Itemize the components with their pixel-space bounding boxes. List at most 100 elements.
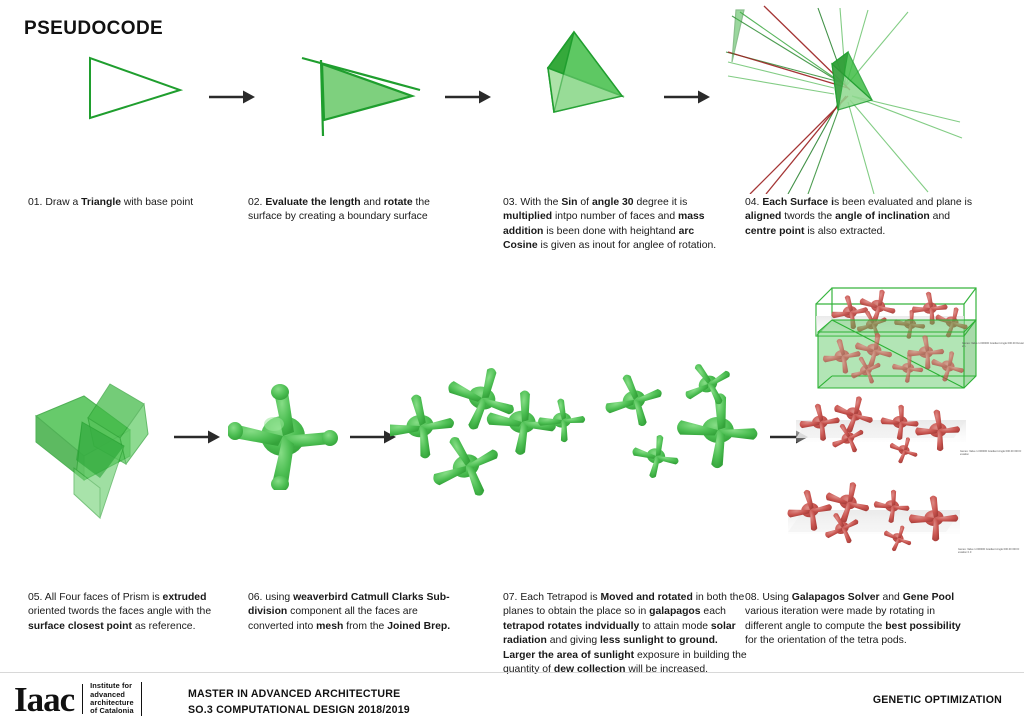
caption-run: Triangle xyxy=(81,197,121,208)
caption-run: and xyxy=(360,197,384,208)
arrow-right-icon-5 xyxy=(350,430,396,444)
caption-run: 02. xyxy=(248,197,266,208)
logo-sub-line-3: architecture xyxy=(90,698,134,707)
caption-run: twords the xyxy=(781,211,836,223)
caption-run: Moved and rotated xyxy=(600,592,693,603)
caption-run: exposure in building the quantity of xyxy=(503,649,747,676)
caption-run: rotate xyxy=(383,197,413,208)
logo-divider-2 xyxy=(140,682,142,716)
caption-run: galapagos xyxy=(649,606,701,618)
caption-run: 03. With the xyxy=(503,197,562,208)
logo-sub-line-1: Institute for xyxy=(90,681,133,691)
caption-run: centre point xyxy=(745,225,805,237)
caption-run: surface closest point xyxy=(28,620,132,632)
arrow-right-icon-2 xyxy=(445,90,491,104)
caption-run: less sunlight to ground. Larger the area… xyxy=(503,635,718,661)
caption-run: 04. xyxy=(745,197,763,208)
caption-step-05: 05. All Four faces of Prism is extruded … xyxy=(28,591,243,634)
footer-program-line-1: MASTER IN ADVANCED ARCHITECTURE xyxy=(188,688,401,700)
caption-run: from the xyxy=(343,620,388,632)
caption-run: the surface by creating a boundary surfa… xyxy=(248,197,430,223)
caption-run: to attain mode xyxy=(639,620,711,632)
caption-run: solar radiation xyxy=(503,620,736,647)
caption-run: multiplied xyxy=(503,211,553,223)
render-note-mid: Genes: Value 1.000000 Gradient Angle 000… xyxy=(960,450,1022,457)
caption-run: intpo number of faces and xyxy=(552,211,678,223)
caption-run: Joined Brep. xyxy=(387,620,451,632)
caption-run: 08. Using xyxy=(745,592,792,603)
figure-galapagos-iterations xyxy=(787,287,977,552)
caption-run: degree it is xyxy=(633,197,688,208)
logo-divider-1 xyxy=(82,684,84,714)
footer-program: MASTER IN ADVANCED ARCHITECTURE SO.3 COM… xyxy=(188,686,410,718)
figure-extruded-prism-faces xyxy=(35,383,149,520)
figure-tetrapod-mesh xyxy=(228,384,338,490)
pseudocode-row-2-graphics: Genes: Value 1.000000 Gradient Angle 000… xyxy=(0,270,1024,570)
caption-run: dew collection xyxy=(553,664,626,676)
caption-run: Sin xyxy=(561,197,578,208)
figure-tetrahedron-vectors xyxy=(725,5,963,194)
caption-run: 01. Draw a xyxy=(28,197,82,208)
caption-run: component all the faces are converted in… xyxy=(248,606,418,632)
caption-run: best possibility xyxy=(885,620,961,632)
caption-run: for the orientation of the tetra pods. xyxy=(745,635,907,647)
caption-run: s been evaluated and plane is xyxy=(833,197,973,208)
render-note-upper: Genes: Value 1.000000 Gradient Angle 000… xyxy=(962,342,1024,349)
caption-run: each xyxy=(700,606,726,618)
caption-step-03: 03. With the Sin of angle 30 degree it i… xyxy=(503,196,718,254)
footer-divider xyxy=(0,672,1024,673)
page-title: PSEUDOCODE xyxy=(24,18,164,39)
caption-run: aligned xyxy=(745,211,782,223)
iaac-logo-subtitle: Institute for advanced architecture of C… xyxy=(90,681,134,716)
caption-run: Gene Pool xyxy=(902,592,955,603)
caption-step-02: 02. Evaluate the length and rotate the s… xyxy=(248,196,463,225)
iaac-logo-mark: Iaac xyxy=(14,679,75,719)
logo-sub-line-4: of Catalonia xyxy=(90,706,134,716)
render-note-lower: Genes: Value 1.000000 Gradient Angle 000… xyxy=(958,548,1020,555)
caption-run: mass addition xyxy=(503,211,705,237)
caption-run: is given as inout for anglee of rotation… xyxy=(537,240,717,252)
footer-program-line-2: SO.3 COMPUTATIONAL DESIGN 2018/2019 xyxy=(188,704,410,716)
caption-run: weaverbird Catmull Clarks Sub-division xyxy=(248,592,450,618)
pseudocode-row-1-graphics xyxy=(0,5,1024,194)
caption-step-04: 04. Each Surface is been evaluated and p… xyxy=(745,196,975,239)
caption-run: angle 30 xyxy=(591,197,634,208)
figure-tetrahedron xyxy=(546,30,625,113)
caption-run: of xyxy=(577,197,592,208)
arrow-right-icon-1 xyxy=(209,90,255,104)
footer-project-title: GENETIC OPTIMIZATION xyxy=(872,694,1002,706)
caption-step-01: 01. Draw a Triangle with base point xyxy=(28,196,243,210)
caption-run: tetrapod rotates indvidually xyxy=(503,620,640,632)
caption-step-07: 07. Each Tetrapod is Moved and rotated i… xyxy=(503,591,748,677)
caption-run: and xyxy=(879,592,903,603)
caption-run: extruded xyxy=(162,592,207,603)
caption-run: various iteration were made by rotating … xyxy=(745,606,936,632)
caption-run: as reference. xyxy=(131,620,196,632)
caption-run: with base point xyxy=(120,197,194,208)
caption-run: Each Surface i xyxy=(762,197,834,208)
caption-run: arc Cosine xyxy=(503,225,695,252)
caption-run: oriented twords the faces angle with the xyxy=(28,606,212,618)
figure-triangle-boundary-surface xyxy=(301,56,421,137)
caption-run: will be increased. xyxy=(625,664,709,676)
caption-run: and giving xyxy=(546,635,601,647)
arrow-right-icon-3 xyxy=(664,90,710,104)
caption-run: and xyxy=(929,211,951,223)
caption-run: is also extracted. xyxy=(804,225,886,237)
caption-run: angle of inclination xyxy=(835,211,930,223)
iaac-logo: Iaac Institute for advanced architecture… xyxy=(14,681,154,717)
caption-run: Evaluate the length xyxy=(265,197,361,208)
footer: Iaac Institute for advanced architecture… xyxy=(0,673,1024,724)
caption-run: Galapagos Solver xyxy=(791,592,880,603)
caption-step-08: 08. Using Galapagos Solver and Gene Pool… xyxy=(745,591,975,649)
caption-run: in both the planes to obtain the place s… xyxy=(503,592,745,618)
arrow-right-icon-4 xyxy=(174,430,220,444)
caption-step-06: 06. using weaverbird Catmull Clarks Sub-… xyxy=(248,591,463,634)
figure-tetrapod-cluster xyxy=(390,364,758,496)
figure-triangle-outline xyxy=(89,56,184,120)
caption-run: is been done with heightand xyxy=(543,225,679,237)
caption-run: 06. using xyxy=(248,592,294,603)
logo-sub-line-2: advanced xyxy=(90,689,126,699)
caption-run: 05. All Four faces of Prism is xyxy=(28,592,163,603)
